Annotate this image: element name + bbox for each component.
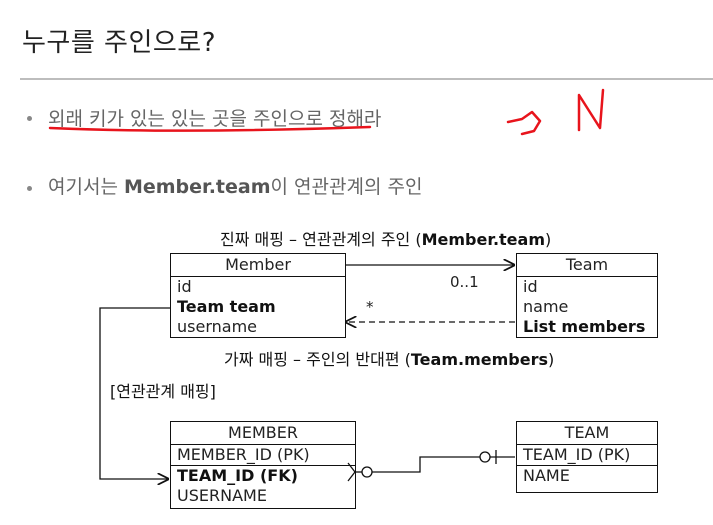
team-class-box: Team id name List members: [516, 253, 658, 338]
team-table-box: TEAM TEAM_ID (PK) NAME: [516, 421, 658, 493]
multiplicity-many: *: [366, 298, 374, 316]
relation-mapping-connector: [99, 307, 170, 479]
red-letter-n: [577, 88, 605, 132]
erd-relationship: [347, 450, 515, 482]
red-arrow-stroke: [506, 110, 542, 136]
multiplicity-one: 0..1: [450, 273, 479, 291]
team-field-id: id: [523, 277, 538, 296]
bullet2-prefix: 여기서는: [48, 176, 124, 198]
relation-mapping-label: [연관관계 매핑]: [110, 382, 216, 401]
team-table-name: TEAM: [517, 422, 657, 445]
team-field-members: List members: [523, 317, 646, 336]
member-table-name: MEMBER: [171, 422, 355, 445]
member-table-pk: MEMBER_ID (PK): [177, 445, 310, 464]
real-mapping-label: 진짜 매핑 – 연관관계의 주인 (Member.team): [220, 230, 552, 249]
member-field-username: username: [177, 317, 257, 336]
bullet-dot-2: [27, 186, 32, 191]
member-table-username: USERNAME: [177, 486, 267, 505]
member-field-team: Team team: [177, 297, 276, 316]
title-divider: [20, 78, 713, 80]
bullet2-bold: Member.team: [123, 176, 271, 198]
member-class-name: Member: [171, 254, 345, 277]
team-field-name: name: [523, 297, 569, 316]
member-table-fk: TEAM_ID (FK): [177, 466, 298, 485]
team-table-pk: TEAM_ID (PK): [523, 445, 631, 464]
member-class-box: Member id Team team username: [170, 253, 346, 338]
member-field-id: id: [177, 277, 192, 296]
bullet-owner-example: 여기서는 Member.team이 연관관계의 주인: [48, 172, 422, 199]
team-class-name: Team: [517, 254, 657, 277]
red-underline: [48, 125, 372, 132]
bullet2-suffix: 이 연관관계의 주인: [270, 176, 423, 198]
bullet-dot-1: [27, 116, 32, 121]
red-annotation: [48, 88, 605, 136]
member-table-box: MEMBER MEMBER_ID (PK) TEAM_ID (FK) USERN…: [170, 421, 356, 509]
team-table-name-col: NAME: [523, 466, 570, 485]
slide-title: 누구를 주인으로?: [22, 28, 217, 58]
fake-mapping-label: 가짜 매핑 – 주인의 반대편 (Team.members): [224, 350, 555, 369]
bullet-owner-rule: 외래 키가 있는 있는 곳을 주인으로 정해라: [48, 108, 382, 130]
